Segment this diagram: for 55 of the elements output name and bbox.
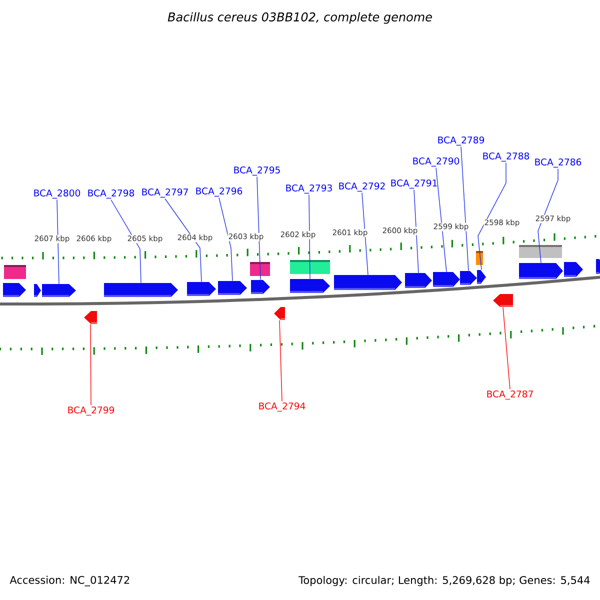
feature-bar — [519, 245, 562, 258]
gene-label: BCA_2797 — [142, 188, 188, 198]
leader-line — [164, 198, 202, 282]
gene-label: BCA_2791 — [391, 179, 437, 189]
leader-line — [279, 320, 282, 402]
gene-label: BCA_2787 — [487, 390, 533, 400]
gene-label: BCA_2795 — [234, 166, 280, 176]
gene-feature — [290, 279, 330, 293]
gene-label: BCA_2794 — [259, 402, 306, 412]
gene-feature — [274, 307, 285, 320]
gene-label: BCA_2798 — [88, 189, 134, 199]
genome-info-text: Topology: circular; Length: 5,269,628 bp; Genes: 5,544 — [298, 576, 590, 586]
leader-line — [460, 146, 469, 272]
leader-line — [110, 199, 142, 284]
gene-label: BCA_2799 — [68, 406, 114, 416]
gene-feature — [84, 311, 97, 324]
feature-bar — [250, 262, 270, 276]
gene-label: BCA_2792 — [339, 182, 385, 192]
gene-label: BCA_2790 — [413, 157, 460, 167]
feature-bar — [476, 251, 483, 265]
leader-line — [436, 167, 447, 272]
leader-line — [308, 194, 310, 280]
gene-feature — [433, 272, 460, 287]
gene-feature — [251, 280, 270, 294]
gene-feature — [596, 259, 600, 274]
leader-line — [414, 189, 419, 274]
leader-line — [256, 176, 261, 280]
leader-line — [56, 199, 60, 284]
leader-line — [218, 197, 233, 282]
gene-feature — [477, 270, 486, 284]
gene-feature — [3, 283, 26, 297]
feature-bar — [4, 265, 26, 279]
gene-feature — [218, 281, 247, 295]
feature-bar — [290, 260, 330, 274]
gene-label: BCA_2800 — [34, 189, 80, 199]
gene-feature — [104, 283, 178, 297]
gene-label: BCA_2789 — [438, 136, 484, 146]
leader-line — [90, 324, 92, 406]
gene-feature — [460, 271, 477, 285]
gene-label: BCA_2796 — [196, 187, 242, 197]
gene-label: BCA_2788 — [483, 152, 530, 162]
leader-line — [478, 162, 506, 270]
gene-label: BCA_2786 — [535, 158, 582, 168]
accession-text: Accession: NC_012472 — [10, 576, 130, 586]
leader-line — [502, 306, 510, 390]
gene-feature — [334, 275, 402, 290]
gene-feature — [405, 273, 432, 288]
gene-feature — [493, 294, 513, 307]
gene-feature — [187, 282, 216, 296]
gene-label: BCA_2793 — [286, 184, 332, 194]
gene-feature — [564, 262, 583, 277]
gene-feature — [34, 284, 41, 297]
title: Bacillus cereus 03BB102, complete genome — [168, 12, 432, 24]
leader-line — [362, 192, 368, 276]
leader-line — [538, 168, 558, 264]
